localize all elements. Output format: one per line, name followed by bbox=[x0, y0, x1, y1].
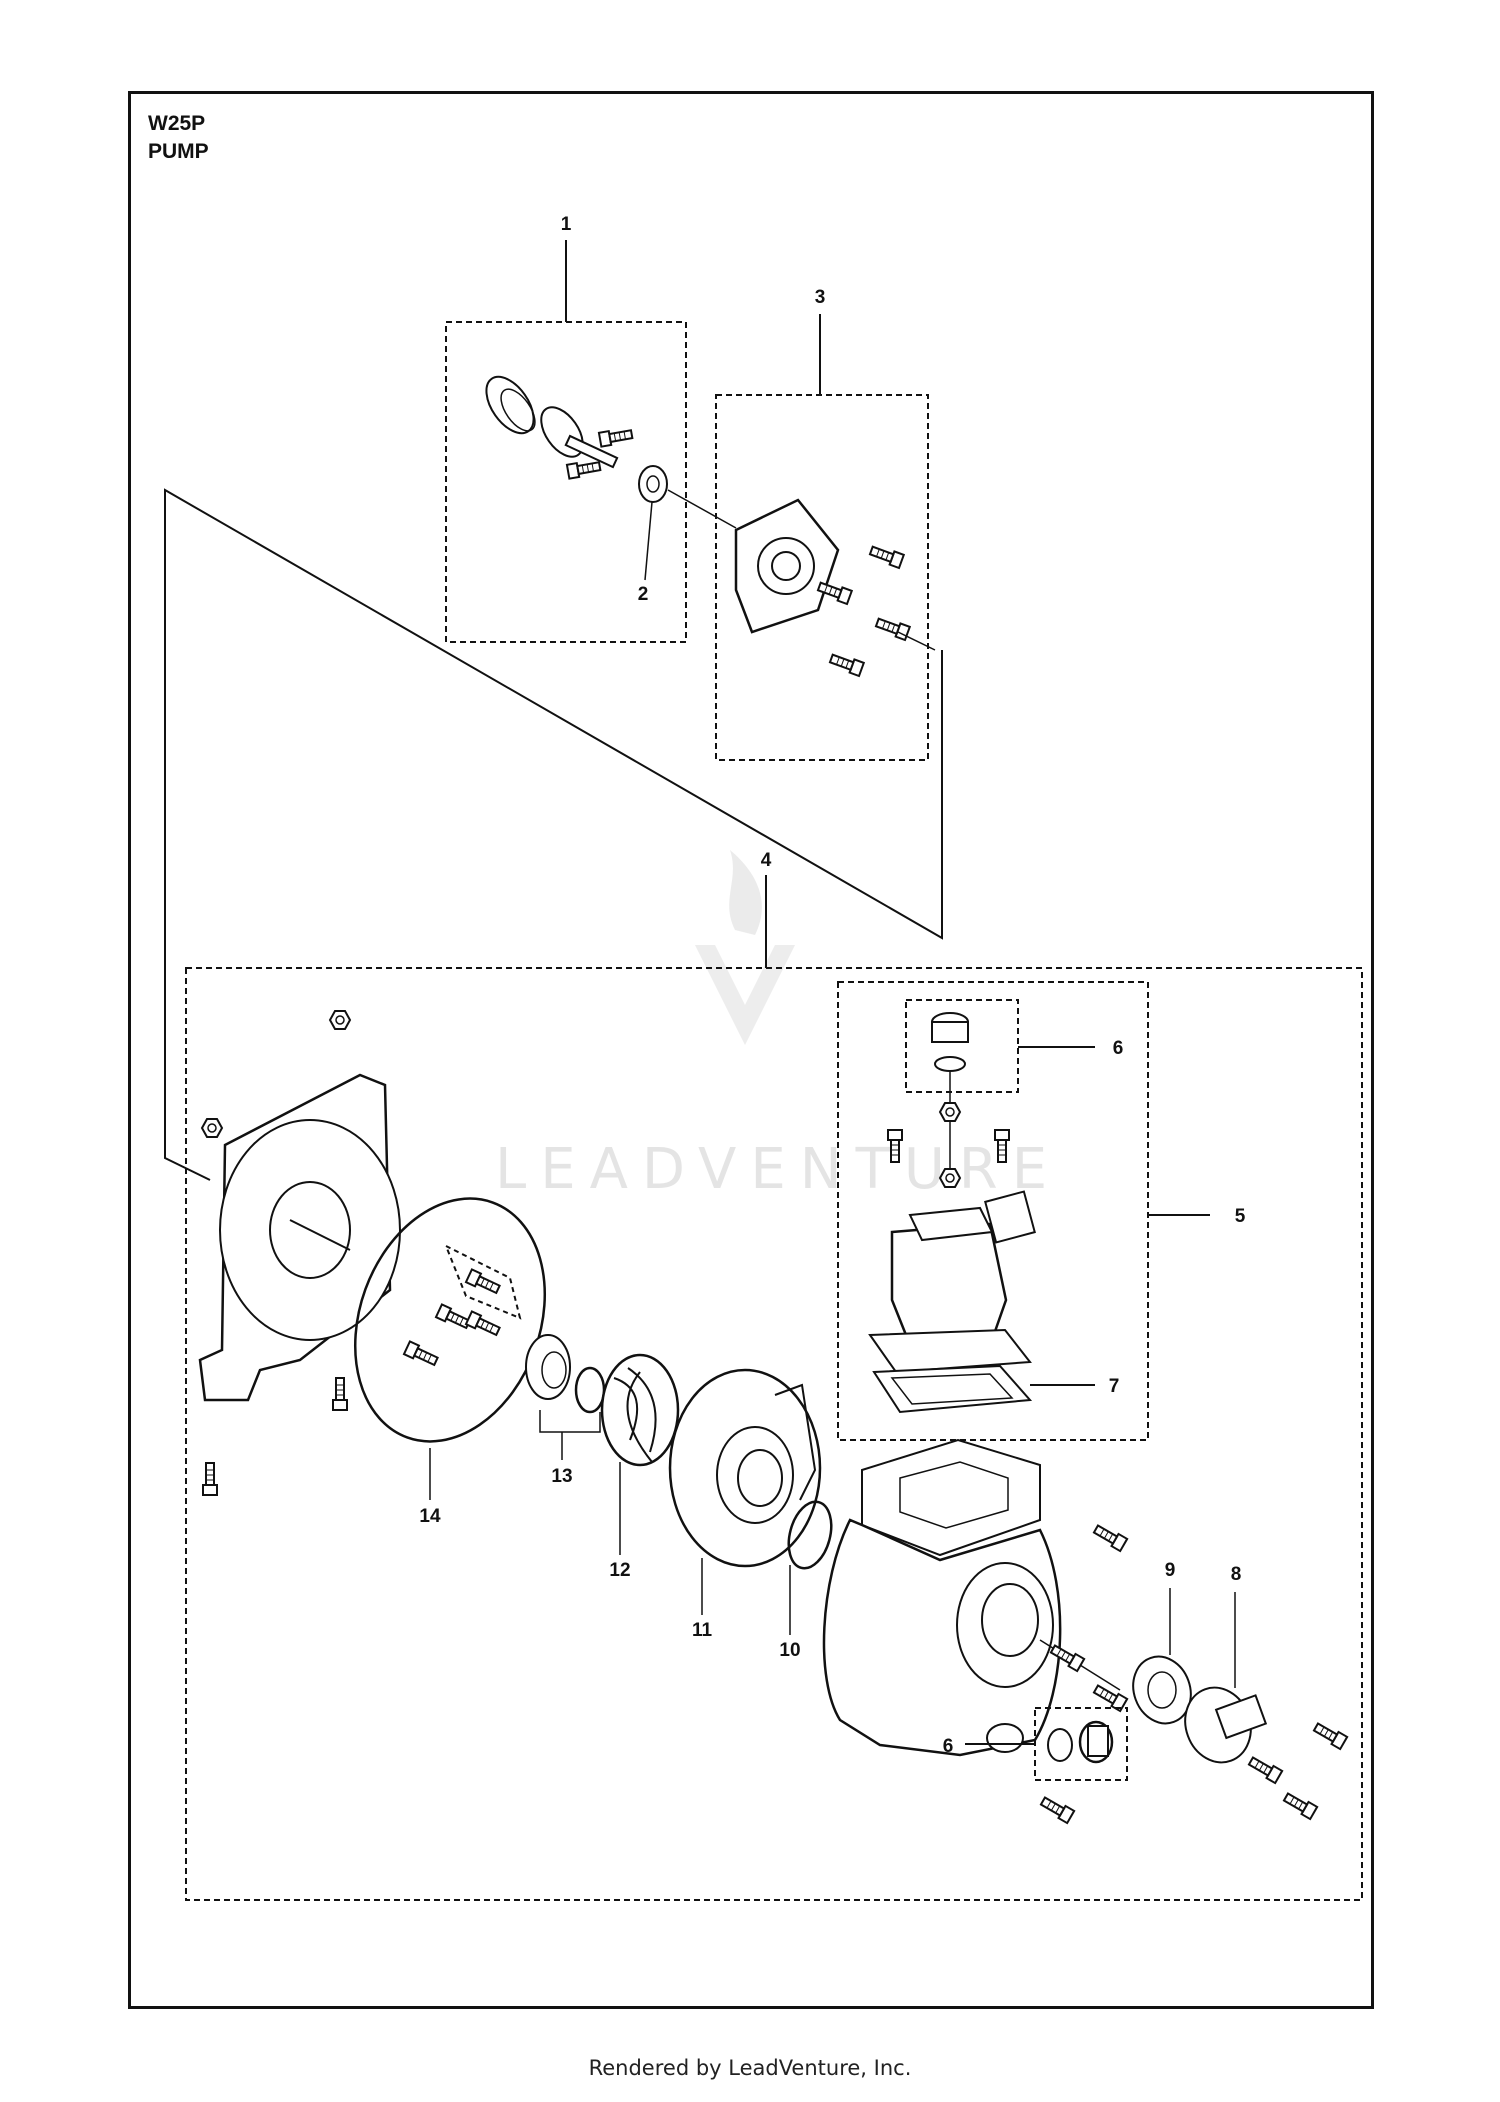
section-title: PUMP bbox=[148, 140, 209, 163]
footer-credit: Rendered by LeadVenture, Inc. bbox=[588, 2056, 912, 2080]
group-1-shaft-assembly bbox=[445, 240, 737, 643]
drain-plug-group-6 bbox=[965, 1707, 1128, 1781]
callout-1: 1 bbox=[561, 214, 572, 235]
callout-12: 12 bbox=[609, 1560, 630, 1581]
callout-5: 5 bbox=[1235, 1206, 1246, 1227]
watermark-logo bbox=[695, 850, 795, 1045]
diagram-frame bbox=[128, 91, 1374, 2009]
watermark-text: LEADVENTURE bbox=[495, 1137, 1061, 1202]
callout-2: 2 bbox=[638, 584, 649, 605]
volute-case-11 bbox=[668, 1368, 822, 1615]
rear-cover-plate bbox=[198, 1010, 401, 1496]
callout-10: 10 bbox=[779, 1640, 800, 1661]
callout-3: 3 bbox=[815, 287, 826, 308]
impeller-12 bbox=[600, 1353, 680, 1555]
pump-casing bbox=[822, 1438, 1129, 1825]
callout-11: 11 bbox=[692, 1620, 713, 1641]
mechanical-seal-13 bbox=[525, 1334, 606, 1460]
callout-6-bottom: 6 bbox=[943, 1736, 954, 1757]
callout-9: 9 bbox=[1165, 1560, 1176, 1581]
callout-7: 7 bbox=[1109, 1376, 1120, 1397]
callout-14: 14 bbox=[419, 1506, 441, 1527]
callout-4: 4 bbox=[761, 850, 772, 871]
callout-8: 8 bbox=[1231, 1564, 1242, 1585]
o-ring-10 bbox=[787, 1500, 833, 1635]
inlet-flange-parts bbox=[1132, 1588, 1349, 1821]
group-4-pump-assembly bbox=[185, 967, 1363, 1901]
callout-6-top: 6 bbox=[1113, 1038, 1124, 1059]
group-3-bracket bbox=[715, 314, 936, 761]
model-title: W25P bbox=[148, 112, 206, 135]
callout-13: 13 bbox=[551, 1466, 572, 1487]
group-5-discharge-assembly bbox=[837, 981, 1210, 1441]
assembly-leader-lines bbox=[164, 488, 943, 1181]
